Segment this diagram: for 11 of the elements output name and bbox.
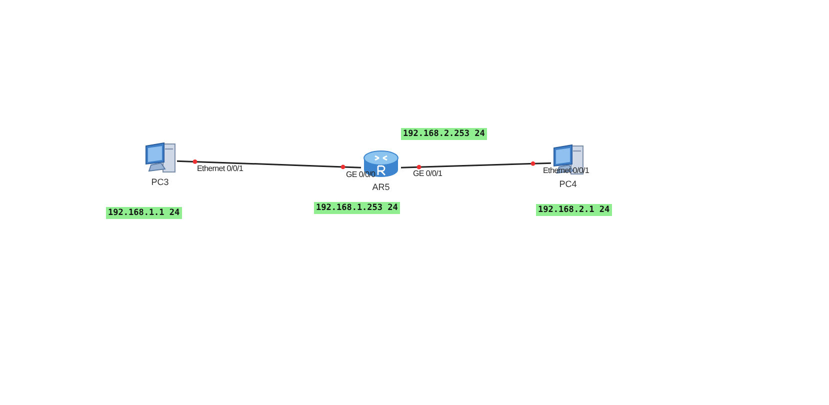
- ip-address-label: 192.168.1.253 24: [314, 202, 400, 214]
- cable-line: [400, 161, 552, 170]
- port-label: Ethernet 0/0/1: [197, 164, 244, 173]
- ip-address-label: 192.168.1.1 24: [106, 207, 182, 219]
- port-label: GE 0/0/1: [413, 169, 442, 178]
- cable-line: [176, 160, 362, 170]
- ip-address-label: 192.168.2.1 24: [536, 204, 612, 216]
- device-name: PC4: [559, 179, 577, 189]
- ip-address-label: 192.168.2.253 24: [401, 128, 487, 140]
- device-name: AR5: [372, 182, 390, 192]
- device-name: PC3: [151, 177, 169, 187]
